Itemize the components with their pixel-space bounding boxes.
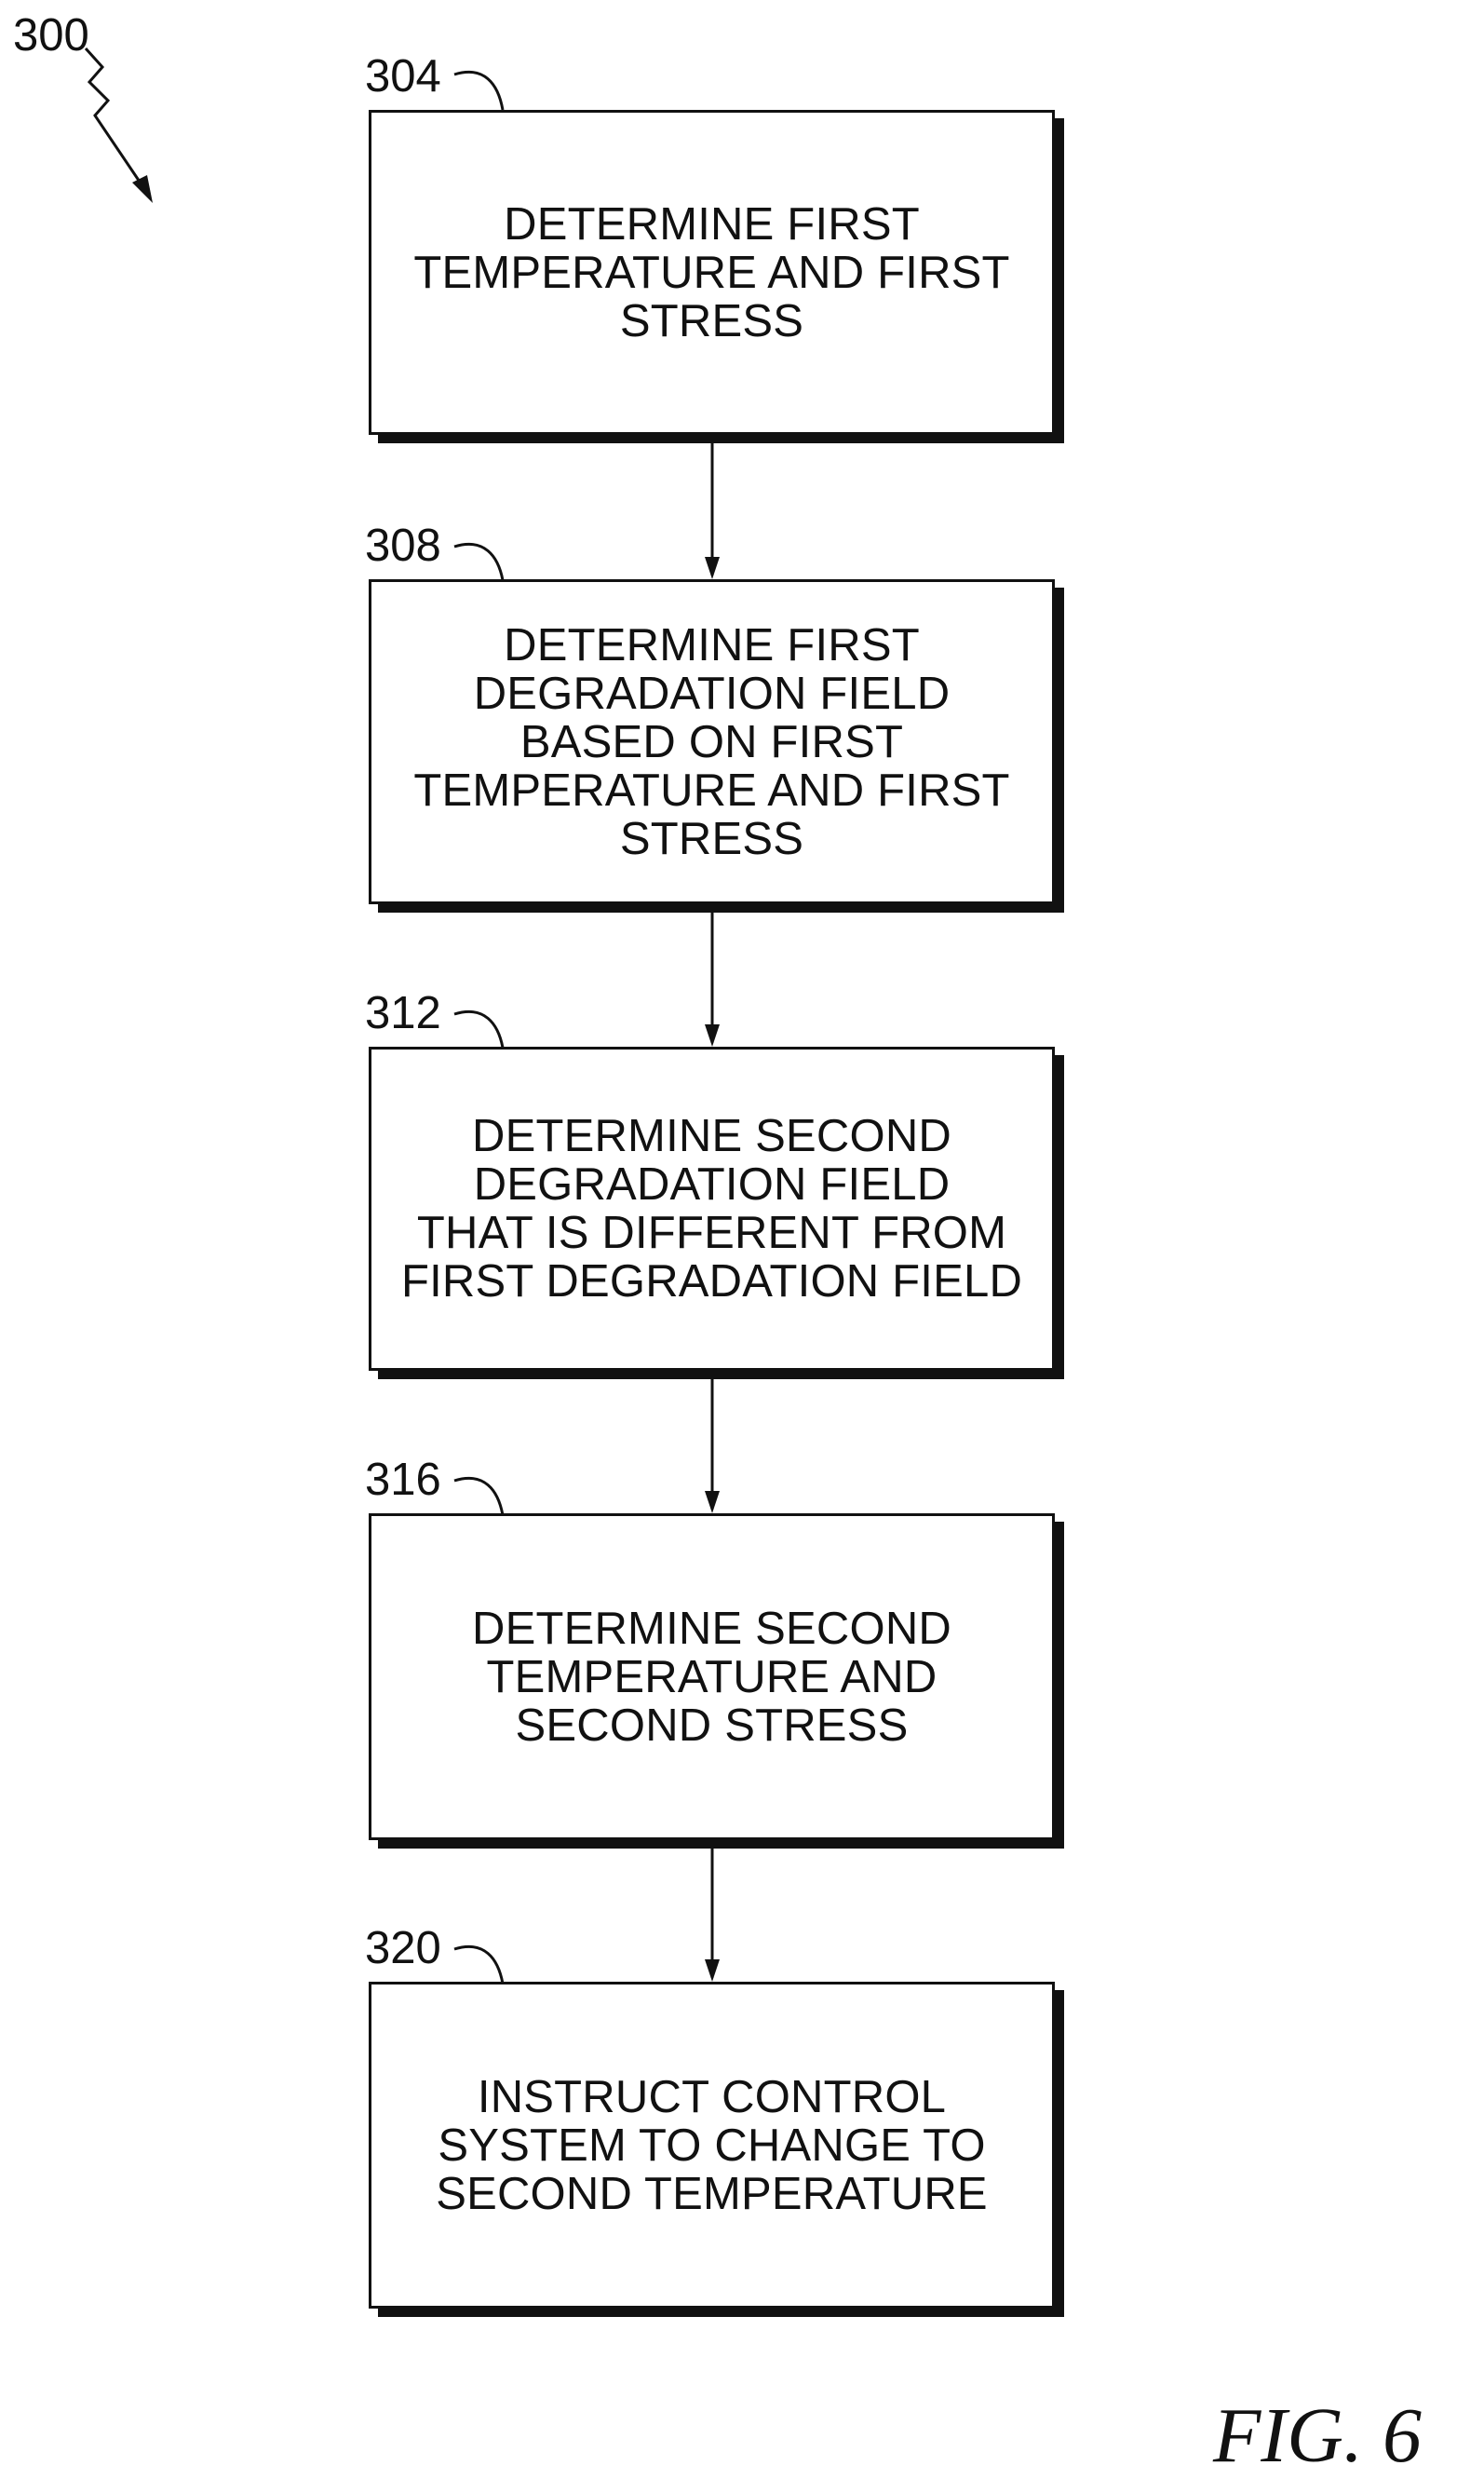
flow-arrowhead-312: [705, 1024, 720, 1047]
step-box-304: DETERMINE FIRST TEMPERATURE AND FIRST ST…: [369, 110, 1055, 435]
step-text-312: DETERMINE SECOND DEGRADATION FIELD THAT …: [371, 1112, 1052, 1306]
flow-arrowhead-320: [705, 1959, 720, 1982]
step-text-304: DETERMINE FIRST TEMPERATURE AND FIRST ST…: [371, 200, 1052, 345]
leader-line-316: [454, 1478, 503, 1515]
step-box-308: DETERMINE FIRST DEGRADATION FIELD BASED …: [369, 579, 1055, 904]
step-box-312: DETERMINE SECOND DEGRADATION FIELD THAT …: [369, 1047, 1055, 1371]
step-text-308: DETERMINE FIRST DEGRADATION FIELD BASED …: [371, 621, 1052, 863]
leader-line-320: [454, 1946, 503, 1984]
step-box-320: INSTRUCT CONTROL SYSTEM TO CHANGE TO SEC…: [369, 1982, 1055, 2309]
step-ref-308: 308: [365, 523, 441, 569]
figure-label: FIG. 6: [1213, 2397, 1422, 2475]
leader-line-312: [454, 1011, 503, 1048]
flow-arrowhead-316: [705, 1491, 720, 1513]
figure-ref-number: 300: [13, 13, 89, 59]
leader-line-304: [454, 72, 503, 110]
figure-ref-arrow: [86, 48, 149, 196]
step-ref-320: 320: [365, 1926, 441, 1971]
step-ref-312: 312: [365, 991, 441, 1036]
step-ref-316: 316: [365, 1457, 441, 1503]
leader-line-308: [454, 544, 503, 580]
step-ref-304: 304: [365, 54, 441, 100]
step-text-320: INSTRUCT CONTROL SYSTEM TO CHANGE TO SEC…: [371, 2073, 1052, 2218]
flow-arrowhead-308: [705, 557, 720, 579]
step-text-316: DETERMINE SECOND TEMPERATURE AND SECOND …: [371, 1605, 1052, 1750]
figure-ref-arrowhead: [132, 175, 153, 203]
step-box-316: DETERMINE SECOND TEMPERATURE AND SECOND …: [369, 1513, 1055, 1840]
